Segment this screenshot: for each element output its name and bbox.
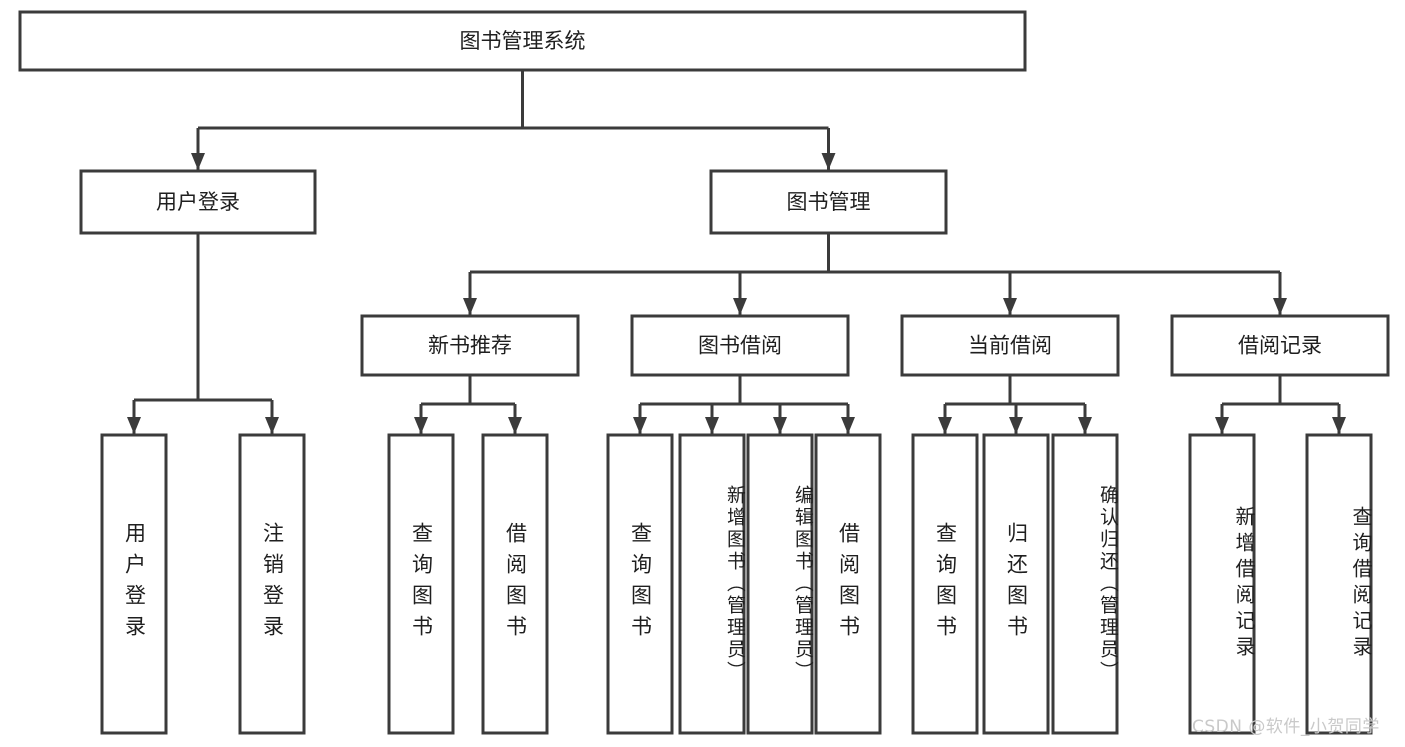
arrow-head-icon xyxy=(414,417,428,434)
arrow-head-icon xyxy=(1009,417,1023,434)
arrow-head-icon xyxy=(1003,298,1017,315)
node-box-leaf-query-book-rec[interactable] xyxy=(387,433,455,735)
arrow-head-icon xyxy=(841,417,855,434)
arrow-head-icon xyxy=(1215,417,1229,434)
node-box-current-borrow[interactable] xyxy=(900,314,1120,377)
node-box-leaf-query-book-current[interactable] xyxy=(911,433,979,735)
node-box-root[interactable] xyxy=(18,10,1027,72)
node-label-current-borrow: 当前借阅 xyxy=(968,334,1052,358)
node-box-leaf-user-login[interactable] xyxy=(100,433,168,735)
node-label-book-borrow: 图书借阅 xyxy=(698,334,782,358)
node-box-leaf-query-borrow-record[interactable] xyxy=(1305,433,1373,735)
node-box-leaf-borrow-book-rec[interactable] xyxy=(481,433,549,735)
arrow-head-icon xyxy=(633,417,647,434)
node-box-user-login[interactable] xyxy=(79,169,317,235)
node-label-user-login: 用户登录 xyxy=(156,190,240,214)
node-box-leaf-add-book-admin[interactable] xyxy=(678,433,746,735)
node-box-book-borrow[interactable] xyxy=(630,314,850,377)
node-box-new-book-recommend[interactable] xyxy=(360,314,580,377)
arrow-head-icon xyxy=(463,298,477,315)
arrow-head-icon xyxy=(938,417,952,434)
node-box-leaf-edit-book-admin[interactable] xyxy=(746,433,814,735)
arrow-head-icon xyxy=(127,417,141,434)
node-boxes xyxy=(18,10,1390,735)
node-box-borrow-record[interactable] xyxy=(1170,314,1390,377)
node-box-leaf-return-book[interactable] xyxy=(982,433,1050,735)
node-box-leaf-user-logout[interactable] xyxy=(238,433,306,735)
arrow-head-icon xyxy=(773,417,787,434)
node-box-leaf-borrow-book[interactable] xyxy=(814,433,882,735)
arrow-head-icon xyxy=(265,417,279,434)
arrow-head-icon xyxy=(733,298,747,315)
arrow-head-icon xyxy=(821,153,836,170)
node-label-borrow-record: 借阅记录 xyxy=(1238,334,1322,358)
arrow-head-icon xyxy=(705,417,719,434)
node-box-leaf-query-book-borrow[interactable] xyxy=(606,433,674,735)
arrow-head-icon xyxy=(191,153,205,170)
csdn-watermark: CSDN @软件_小贺同学 xyxy=(1192,717,1380,737)
node-label-new-book-recommend: 新书推荐 xyxy=(428,334,512,358)
node-box-book-manage[interactable] xyxy=(709,169,948,235)
arrow-head-icon xyxy=(1273,298,1287,315)
arrow-head-icon xyxy=(1332,417,1346,434)
arrow-head-icon xyxy=(1078,417,1092,434)
node-box-leaf-add-borrow-record[interactable] xyxy=(1188,433,1256,735)
node-box-leaf-confirm-return-admin[interactable] xyxy=(1051,433,1119,735)
arrow-head-icon xyxy=(508,417,522,434)
node-label-root: 图书管理系统 xyxy=(460,29,586,53)
connector-lines xyxy=(127,70,1346,434)
node-label-book-manage: 图书管理 xyxy=(787,190,871,214)
